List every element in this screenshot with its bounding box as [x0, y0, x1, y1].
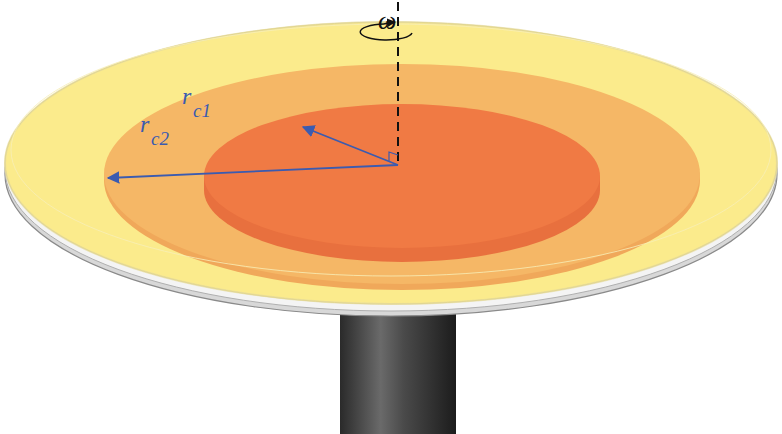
shaft: [340, 300, 456, 434]
disk-edge: [5, 22, 777, 304]
radius-subscript: c1: [193, 101, 211, 120]
radius-symbol: r: [140, 112, 149, 136]
rotation-axis: [397, 2, 399, 165]
radius-arrow: [108, 165, 398, 178]
rotation-symbol: ω: [378, 8, 396, 34]
radius-symbol: r: [182, 84, 191, 108]
middle-region: [104, 64, 700, 284]
inner-region: [204, 104, 600, 248]
radius-arrow: [303, 127, 398, 165]
radius-subscript: c2: [151, 129, 169, 148]
right-angle-mark: [389, 152, 398, 161]
outer-region: [5, 22, 777, 304]
disk-inner-edge: [11, 24, 771, 276]
